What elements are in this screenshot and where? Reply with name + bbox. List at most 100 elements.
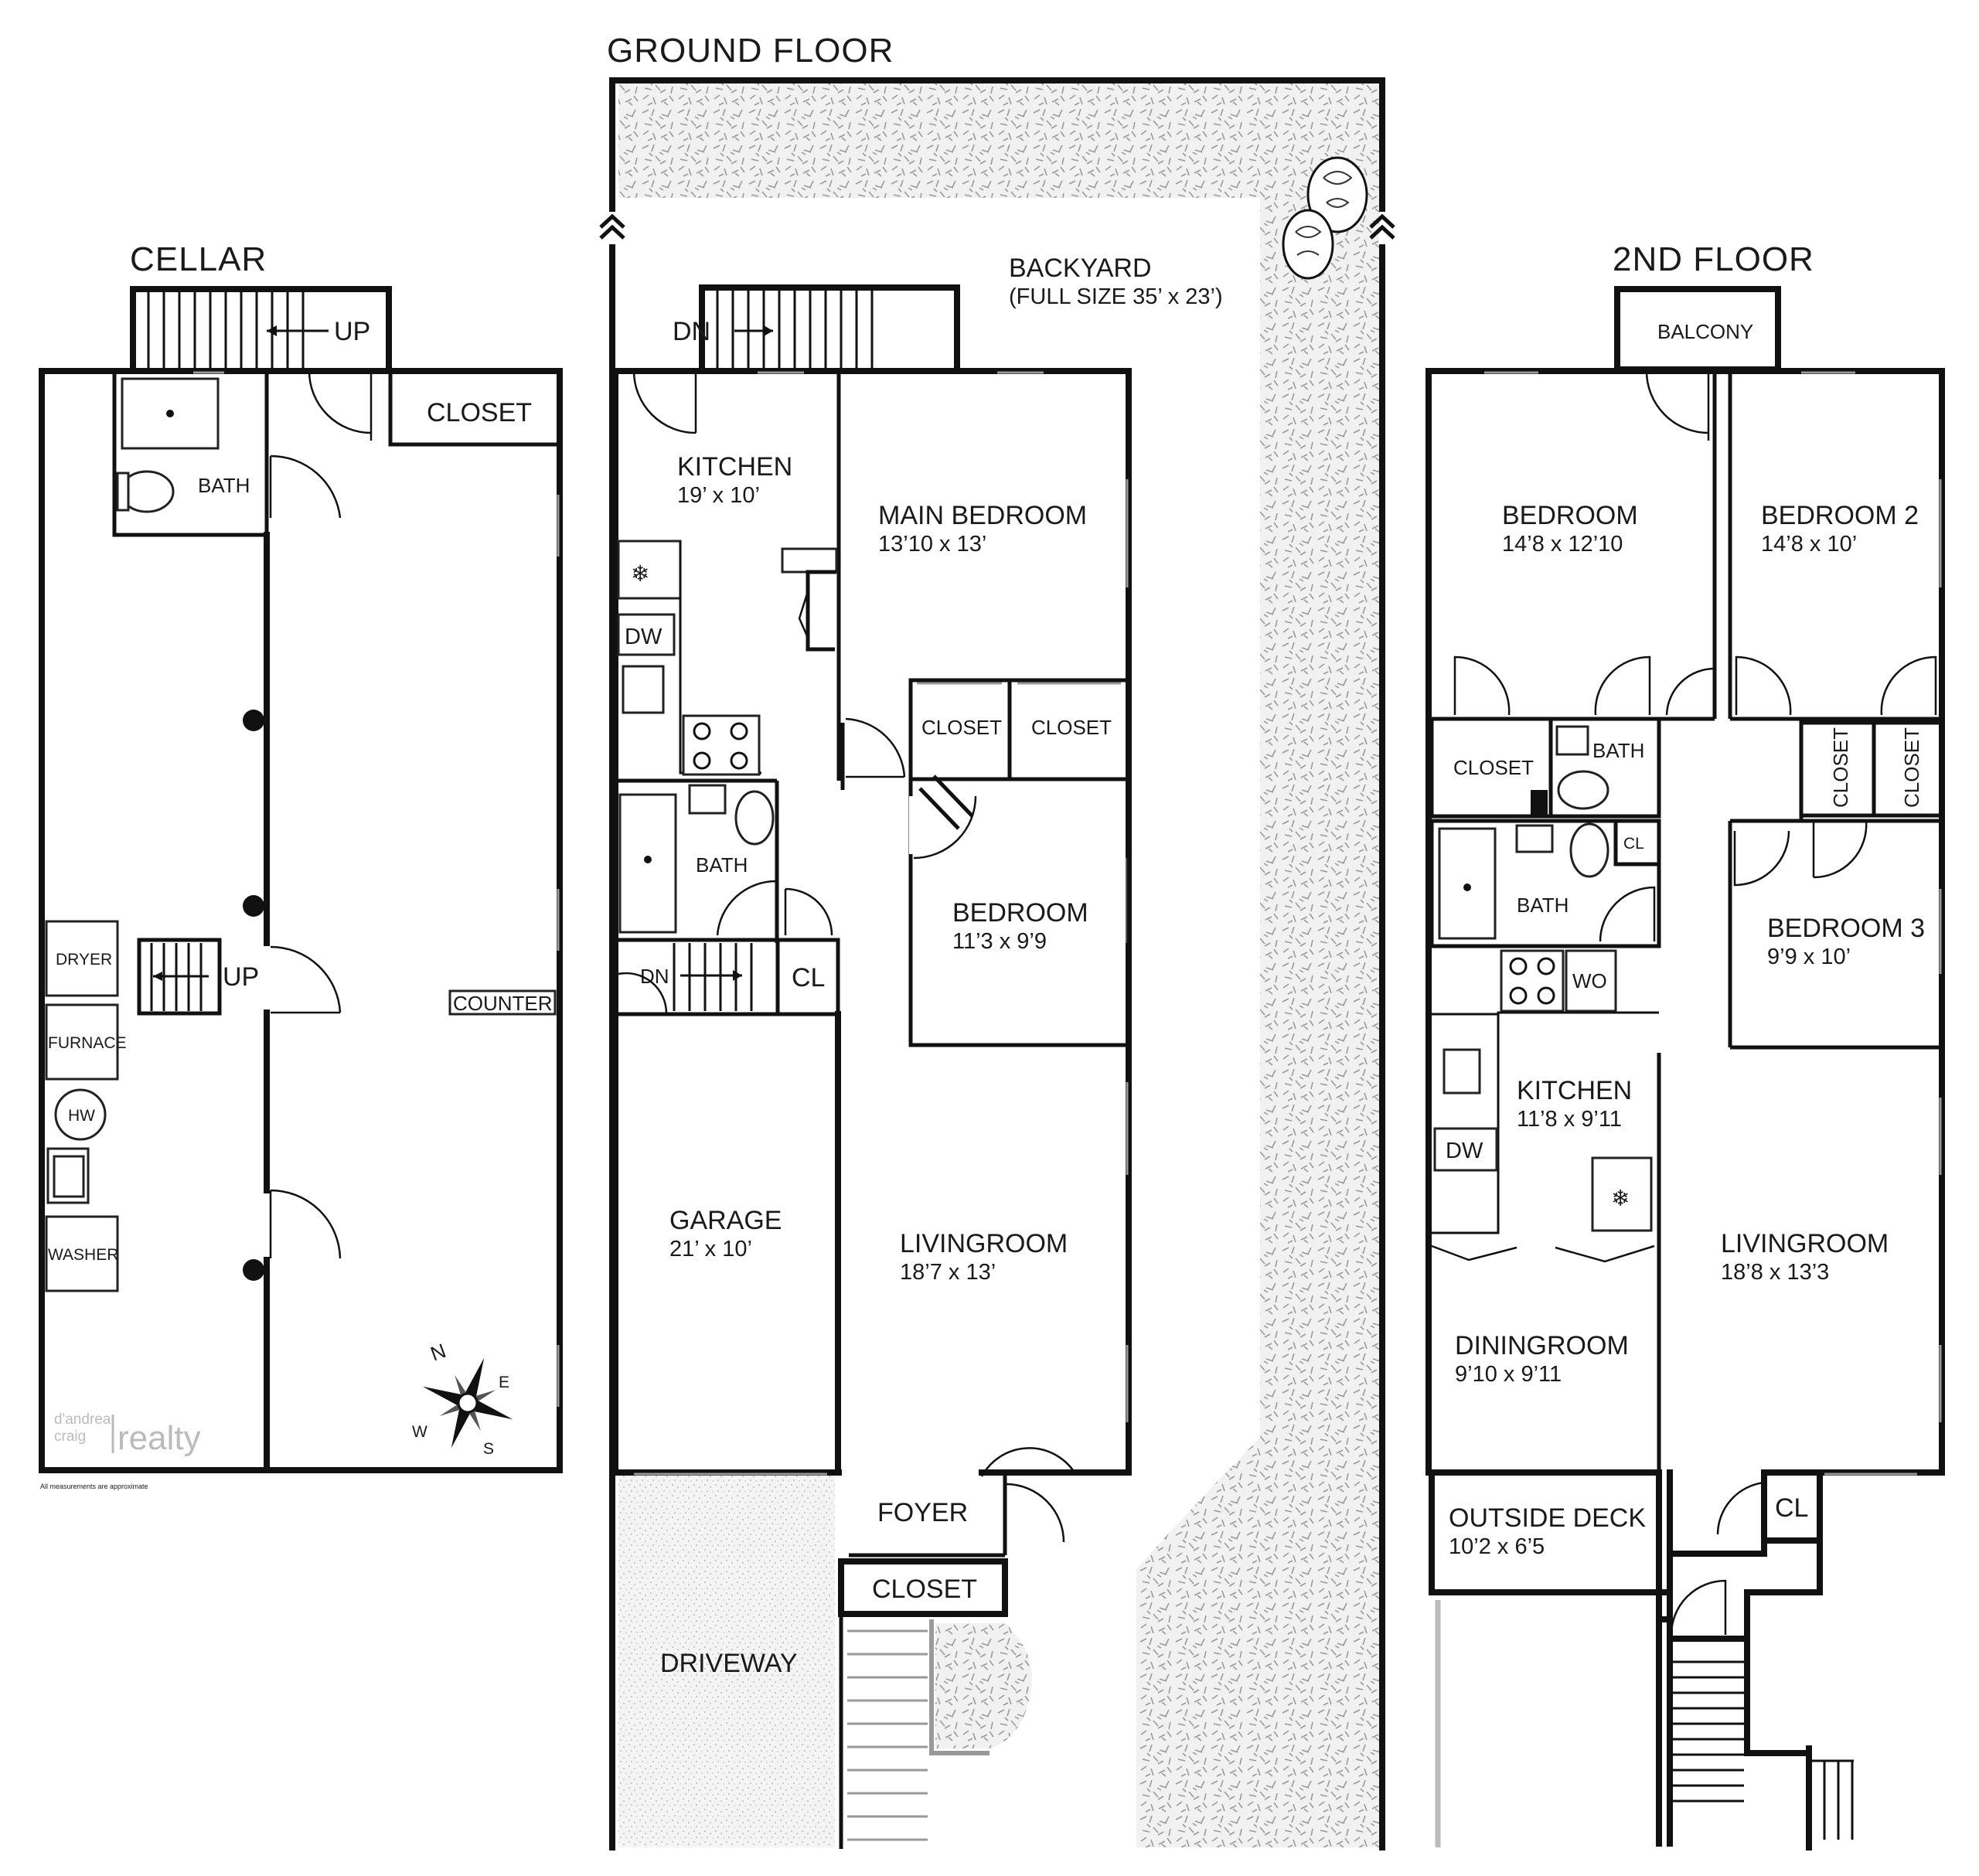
- driveway-label: DRIVEWAY: [660, 1649, 798, 1678]
- furnace-icon: [45, 1003, 119, 1081]
- cellar-column-1: [243, 710, 264, 731]
- bedroom2-dim: 14’8 x 10’: [1761, 532, 1857, 557]
- ground-bedroom: [908, 777, 1131, 1047]
- second-bath-top-label: BATH: [1592, 739, 1644, 762]
- second-bath-bottom-label: BATH: [1517, 894, 1569, 917]
- second-cl-small: [1613, 819, 1661, 867]
- ground-bath-label: BATH: [696, 853, 748, 877]
- boundary-chevron-right-icon: [1369, 213, 1395, 240]
- ground-kitchen-label: KITCHEN: [677, 452, 792, 482]
- second-dw-label: DW: [1446, 1139, 1483, 1163]
- second-stove-icon: [1500, 949, 1565, 1013]
- compass-rose-icon: N E S W: [412, 1339, 513, 1458]
- svg-text:❄: ❄: [1611, 1187, 1630, 1211]
- second-kitchen-label: KITCHEN: [1517, 1076, 1632, 1105]
- backyard-label: BACKYARD: [1009, 254, 1152, 283]
- ground-toilet-icon: [734, 790, 775, 846]
- counter-label: COUNTER: [453, 992, 553, 1015]
- foyer-label: FOYER: [877, 1498, 968, 1527]
- compass-n-label: N: [427, 1339, 449, 1366]
- second-closet-v1-label: CLOSET: [1829, 727, 1852, 808]
- ground-fridge-icon: [617, 540, 682, 600]
- ground-cl: [775, 938, 840, 1016]
- bedroom3-label: BEDROOM 3: [1767, 914, 1925, 943]
- furnace-label: FURNACE: [48, 1034, 127, 1052]
- cellar-column-2: [243, 895, 264, 917]
- cellar-outer-wall: [39, 368, 563, 1473]
- outside-deck: [1429, 1469, 1662, 1595]
- ground-livingroom-dim: 18’7 x 13’: [900, 1260, 996, 1285]
- cellar-title: CELLAR: [130, 240, 267, 278]
- second-kitchen-dim: 11’8 x 9’11: [1517, 1107, 1622, 1132]
- cellar-stair-up-label: UP: [334, 317, 370, 346]
- logo-bottom-text: craig: [54, 1428, 86, 1445]
- backyard-size: (FULL SIZE 35’ x 23’): [1009, 284, 1223, 309]
- diningroom-label: DININGROOM: [1455, 1331, 1629, 1360]
- second-bath-bottom: [1429, 819, 1661, 948]
- ground-dw-label: DW: [625, 625, 663, 649]
- cellar-column-3: [243, 1259, 264, 1281]
- cellar-closet-label: CLOSET: [427, 398, 532, 427]
- bedroom3-dim: 9’9 x 10’: [1767, 945, 1851, 969]
- ground-livingroom-label: LIVINGROOM: [900, 1229, 1068, 1258]
- cellar-stair-top: [130, 286, 392, 373]
- second-fridge-icon: [1591, 1156, 1653, 1232]
- svg-text:❄: ❄: [631, 562, 649, 587]
- compass-e-label: E: [499, 1374, 509, 1391]
- brand-logo: d'andrea craig realty: [54, 1411, 201, 1457]
- second-bath-top: [1548, 717, 1661, 819]
- cellar-stair-up-mid-label: UP: [223, 962, 259, 992]
- ground-floor-plan: GROUND FLOOR BACKYARD (FULL SIZE 35’ x 2…: [599, 32, 1395, 1850]
- deck-dim: 10’2 x 6’5: [1449, 1534, 1545, 1559]
- garden-bed-hatch: [935, 1623, 1032, 1748]
- main-bedroom-label: MAIN BEDROOM: [878, 501, 1087, 530]
- second-floor-plan: 2ND FLOOR BALCONY BEDROOM 14’8 x 12’10 B…: [1425, 240, 1945, 1850]
- boundary-chevron-left-icon: [599, 213, 625, 240]
- water-heater-icon: [54, 1088, 107, 1141]
- cellar-bath-label: BATH: [198, 474, 250, 497]
- ground-floor-title: GROUND FLOOR: [607, 32, 894, 70]
- second-cl-small-label: CL: [1623, 835, 1644, 853]
- wo-label: WO: [1572, 969, 1607, 992]
- compass-s-label: S: [483, 1440, 494, 1458]
- ground-bath-sink-icon: [688, 784, 727, 815]
- bedroom2-label: BEDROOM 2: [1761, 501, 1919, 530]
- front-steps: [847, 1619, 990, 1841]
- main-bedroom-dim: 13’10 x 13’: [878, 532, 986, 557]
- ground-closet-a-label: CLOSET: [921, 716, 1002, 739]
- hw-label: HW: [68, 1107, 95, 1125]
- cellar-stair-mid: [137, 938, 222, 1016]
- driveway-fill: [618, 1473, 835, 1847]
- second-closet-label: CLOSET: [1453, 756, 1534, 779]
- counter-icon: [448, 989, 557, 1016]
- second-cl-deck-label: CL: [1775, 1493, 1808, 1523]
- ground-bedroom-dim: 11’3 x 9’9: [952, 929, 1047, 954]
- disclaimer-text: All measurements are approximate: [40, 1483, 148, 1490]
- second-bath-bottom-sink-icon: [1515, 824, 1554, 853]
- balcony-label: BALCONY: [1657, 320, 1753, 343]
- second-cl-deck: [1761, 1469, 1823, 1544]
- second-livingroom-label: LIVINGROOM: [1721, 1229, 1889, 1258]
- garage-label: GARAGE: [669, 1206, 782, 1235]
- second-bedroom-dim: 14’8 x 12’10: [1502, 532, 1623, 557]
- diningroom-dim: 9’10 x 9’11: [1455, 1362, 1562, 1387]
- second-bath-bottom-toilet-icon: [1569, 822, 1609, 878]
- second-bath-top-sink-icon: [1555, 725, 1589, 756]
- dryer-label: DRYER: [56, 951, 112, 969]
- logo-top-text: d'andrea: [54, 1411, 111, 1428]
- second-floor-title: 2ND FLOOR: [1613, 240, 1814, 278]
- deck-label: OUTSIDE DECK: [1449, 1503, 1646, 1533]
- dryer-icon: [45, 920, 119, 997]
- foyer-closet: [838, 1558, 1008, 1617]
- shrub-icon: [1282, 156, 1368, 280]
- cellar-plan: CELLAR UP: [39, 240, 563, 1490]
- ground-dishwasher-icon: [617, 613, 676, 656]
- second-dishwasher-icon: [1433, 1127, 1498, 1172]
- second-closet-v2: [1872, 720, 1944, 818]
- second-livingroom-dim: 18’8 x 13’3: [1721, 1260, 1829, 1285]
- wall-oven-icon: [1565, 949, 1617, 1013]
- second-bedroom-label: BEDROOM: [1502, 501, 1638, 530]
- second-rear-stair: [1673, 1660, 1744, 1803]
- second-kitchen-sink-icon: [1443, 1048, 1481, 1095]
